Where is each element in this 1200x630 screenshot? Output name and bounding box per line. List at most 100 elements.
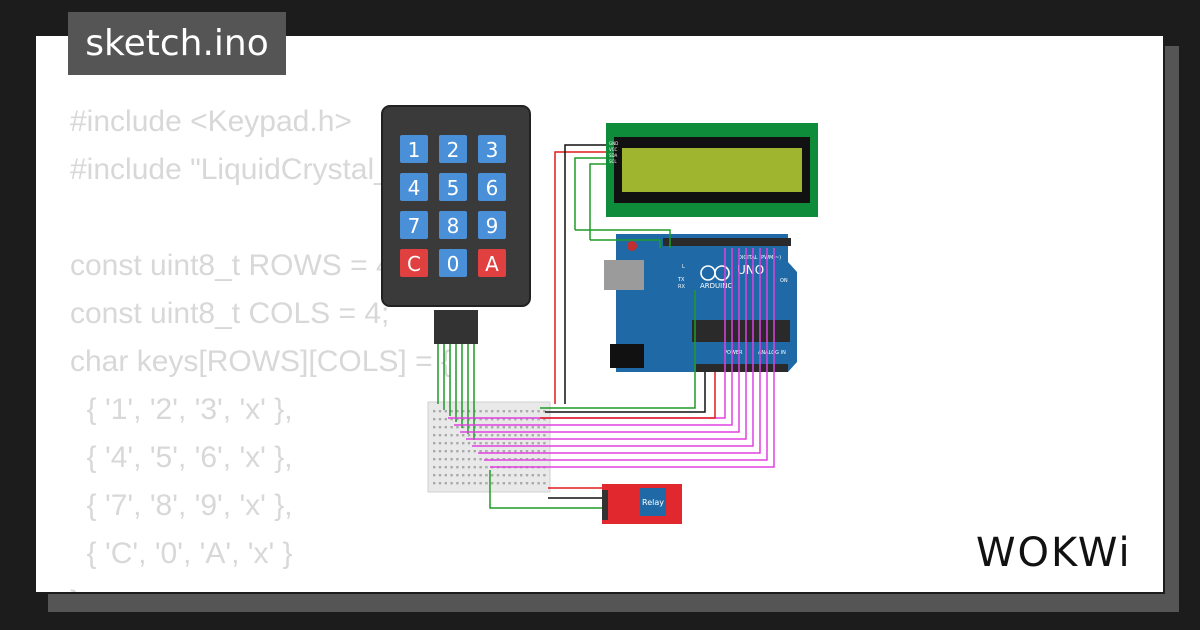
keypad-key-label: 1 bbox=[408, 138, 421, 162]
breadboard-hole bbox=[520, 458, 523, 461]
breadboard[interactable] bbox=[427, 401, 551, 493]
breadboard-hole bbox=[456, 426, 459, 429]
digital-header bbox=[663, 238, 791, 246]
breadboard-hole bbox=[531, 482, 534, 485]
keypad-key-face bbox=[439, 135, 467, 163]
breadboard-hole bbox=[514, 482, 517, 485]
project-card[interactable]: #include <Keypad.h>#include "LiquidCryst… bbox=[34, 34, 1165, 594]
breadboard-hole bbox=[473, 450, 476, 453]
keypad-key-label: 5 bbox=[447, 176, 460, 200]
breadboard-hole bbox=[444, 410, 447, 413]
code-line: const uint8_t COLS = 4; bbox=[70, 297, 390, 330]
keypad-key[interactable]: 4 bbox=[400, 173, 428, 201]
breadboard-hole bbox=[485, 474, 488, 477]
keypad-key[interactable]: 0 bbox=[439, 249, 467, 277]
wire bbox=[478, 248, 761, 454]
keypad-key[interactable]: 6 bbox=[478, 173, 506, 201]
breadboard-hole bbox=[438, 442, 442, 445]
breadboard-hole bbox=[508, 474, 511, 477]
breadboard-hole bbox=[462, 474, 465, 477]
breadboard-hole bbox=[433, 482, 436, 485]
keypad-key[interactable]: 9 bbox=[478, 211, 506, 239]
keypad-ribbon bbox=[434, 310, 478, 344]
breadboard-hole bbox=[525, 458, 529, 461]
breadboard-hole bbox=[433, 410, 436, 413]
breadboard-hole bbox=[444, 450, 447, 453]
keypad-key[interactable]: C bbox=[400, 249, 428, 277]
breadboard-hole bbox=[456, 434, 459, 437]
wokwi-logo-text: WOKWi bbox=[976, 530, 1132, 576]
usb-port bbox=[604, 260, 644, 290]
wire bbox=[575, 229, 671, 248]
breadboard-hole bbox=[537, 418, 540, 421]
breadboard-hole bbox=[438, 418, 442, 421]
keypad-key[interactable]: 2 bbox=[439, 135, 467, 163]
breadboard-hole bbox=[433, 426, 436, 429]
code-line: const uint8_t ROWS = 4; bbox=[70, 249, 401, 282]
breadboard-hole bbox=[496, 450, 500, 453]
breadboard-hole bbox=[467, 418, 471, 421]
code-line: }; bbox=[70, 578, 473, 592]
breadboard-hole bbox=[520, 442, 523, 445]
breadboard-hole bbox=[438, 466, 442, 469]
breadboard-hole bbox=[491, 458, 494, 461]
breadboard-hole bbox=[496, 482, 500, 485]
keypad-key[interactable]: 1 bbox=[400, 135, 428, 163]
breadboard-hole bbox=[531, 418, 534, 421]
keypad-key[interactable]: 8 bbox=[439, 211, 467, 239]
keypad-key[interactable]: A bbox=[478, 249, 506, 277]
file-tab[interactable]: sketch.ino bbox=[68, 12, 286, 75]
breadboard-hole bbox=[479, 458, 482, 461]
breadboard-hole bbox=[467, 474, 471, 477]
breadboard-hole bbox=[450, 442, 453, 445]
keypad-key[interactable]: 3 bbox=[478, 135, 506, 163]
breadboard-hole bbox=[514, 450, 517, 453]
breadboard-hole bbox=[531, 434, 534, 437]
breadboard-hole bbox=[543, 434, 546, 437]
keypad-key[interactable]: 7 bbox=[400, 211, 428, 239]
breadboard-hole bbox=[479, 426, 482, 429]
keypad-key[interactable]: 5 bbox=[439, 173, 467, 201]
breadboard-hole bbox=[531, 474, 534, 477]
breadboard-hole bbox=[496, 442, 500, 445]
breadboard-hole bbox=[462, 410, 465, 413]
breadboard-hole bbox=[485, 418, 488, 421]
keypad-key-face bbox=[439, 249, 467, 277]
breadboard-hole bbox=[450, 410, 453, 413]
arduino-logo-right-icon bbox=[714, 265, 730, 281]
breadboard-hole bbox=[467, 426, 471, 429]
breadboard-hole bbox=[496, 418, 500, 421]
relay-module[interactable]: Relay bbox=[602, 484, 682, 524]
wire bbox=[454, 248, 733, 426]
breadboard-hole bbox=[456, 418, 459, 421]
breadboard-hole bbox=[473, 458, 476, 461]
breadboard-hole bbox=[479, 418, 482, 421]
breadboard-hole bbox=[537, 474, 540, 477]
breadboard-hole bbox=[508, 450, 511, 453]
breadboard-hole bbox=[479, 410, 482, 413]
wire bbox=[490, 248, 775, 468]
breadboard-hole bbox=[462, 482, 465, 485]
breadboard-hole bbox=[444, 426, 447, 429]
breadboard-hole bbox=[543, 458, 546, 461]
power-jack bbox=[610, 344, 644, 368]
breadboard-hole bbox=[485, 434, 488, 437]
breadboard-hole bbox=[508, 458, 511, 461]
breadboard-hole bbox=[438, 410, 442, 413]
wire bbox=[484, 248, 768, 461]
l-label: L bbox=[682, 264, 685, 270]
wire bbox=[540, 290, 696, 409]
breadboard-hole bbox=[502, 418, 505, 421]
arduino-uno-board[interactable]: UNO ARDUINO DIGITAL (PWM ~) POWER ANALOG… bbox=[604, 234, 797, 372]
breadboard-hole bbox=[450, 466, 453, 469]
keypad-key-label: 6 bbox=[486, 176, 499, 200]
keypad-key-label: 3 bbox=[486, 138, 499, 162]
breadboard-hole bbox=[514, 418, 517, 421]
breadboard-hole bbox=[520, 434, 523, 437]
breadboard-hole bbox=[433, 418, 436, 421]
reset-button[interactable] bbox=[627, 241, 637, 251]
breadboard-hole bbox=[496, 474, 500, 477]
